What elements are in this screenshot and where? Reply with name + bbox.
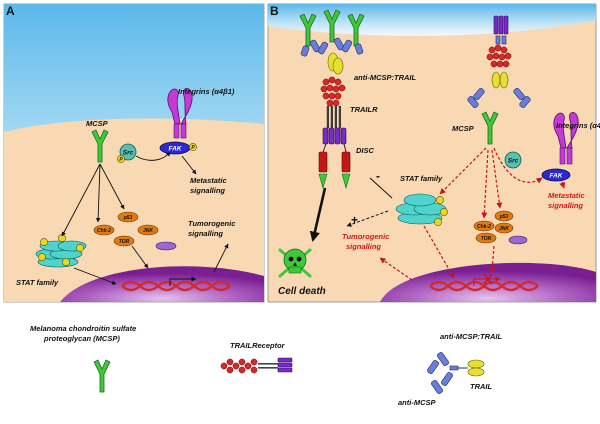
svg-text:JNK: JNK xyxy=(499,226,509,232)
panel-b-tumorogenic-line2: signalling xyxy=(346,242,381,251)
panel-b-right-complex xyxy=(467,15,531,145)
panel-b-extracellular xyxy=(268,4,596,36)
panel-b-integrin: FAK xyxy=(541,112,579,182)
panel-a-kinase-cluster: Chk-2 p53 JNK TOR xyxy=(93,211,177,251)
svg-text:p53: p53 xyxy=(123,215,133,221)
panel-a-arrow-src-fak xyxy=(135,151,171,161)
legend-trail-receptor-label: TRAILReceptor xyxy=(230,341,286,350)
panel-b-cell-death-label: Cell death xyxy=(278,286,326,297)
legend-mcsp-line1: Melanoma chondroitin sulfate xyxy=(30,324,136,333)
panel-b-trail-complex xyxy=(299,9,365,190)
svg-text:TOR: TOR xyxy=(119,239,130,245)
legend: Melanoma chondroitin sulfate proteoglyca… xyxy=(30,324,502,407)
legend-mcsp-icon xyxy=(93,359,111,393)
panel-a-metastatic-line1: Metastatic xyxy=(190,176,228,185)
panel-b-src-label: Src xyxy=(508,158,519,165)
panel-a-integrin: FAK P xyxy=(159,88,197,155)
legend-anti-mcsp-trail-icon xyxy=(427,352,485,394)
svg-text:Chk-2: Chk-2 xyxy=(477,224,491,230)
transcription-blocked-icon xyxy=(483,273,493,285)
panel-b-metastatic-line1: Metastatic xyxy=(548,191,586,200)
panel-a-integrins-label: Integrins (α4β1) xyxy=(178,87,235,96)
panel-a-dna xyxy=(121,276,231,292)
panel-a-fak-label: FAK xyxy=(169,146,183,153)
panel-b-minus-sign: - xyxy=(376,169,380,183)
legend-anti-mcsp-label: anti-MCSP xyxy=(398,398,436,407)
panel-b-red-arrows xyxy=(379,147,566,281)
panel-b-stat-cluster xyxy=(395,193,448,226)
panel-a-tumorogenic-line2: signalling xyxy=(188,229,223,238)
panel-a-src xyxy=(119,143,137,161)
panel-b-letter: B xyxy=(270,4,279,18)
panel-b-stat-label: STAT family xyxy=(400,174,443,183)
panel-b-mcsp-label: MCSP xyxy=(452,124,475,133)
panel-b-disc-label: DISC xyxy=(356,146,375,155)
panel-a-arrows xyxy=(61,155,229,285)
legend-trailr-icon xyxy=(220,357,293,374)
panel-a-src-label: Src xyxy=(123,150,134,157)
panel-b-dna xyxy=(429,273,539,292)
panel-b-arrow-cell-death xyxy=(309,187,327,243)
legend-mcsp-line2: proteoglycan (MCSP) xyxy=(43,334,120,343)
svg-text:JNK: JNK xyxy=(143,228,153,234)
panel-b-stat-to-death xyxy=(346,210,389,227)
panel-b-inhibit-stat xyxy=(369,177,393,199)
panel-b-trailr-label: TRAILR xyxy=(350,105,378,114)
panel-a-metastatic-line2: signalling xyxy=(190,186,225,195)
panel-b-metastatic-line2: signalling xyxy=(548,201,583,210)
panel-b-anti-mcsp-trail-label: anti-MCSP:TRAIL xyxy=(354,73,416,82)
skull-icon xyxy=(278,248,312,278)
panel-b-src xyxy=(504,151,522,169)
panel-b: anti-MCSP:TRAIL TRAILR DISC xyxy=(267,3,600,303)
svg-text:p53: p53 xyxy=(499,214,509,220)
legend-anti-mcsp-trail-label: anti-MCSP:TRAIL xyxy=(440,332,502,341)
panel-b-disc xyxy=(322,127,347,145)
panel-b-kinase-cluster: Chk-2 p53 JNK TOR xyxy=(473,210,528,245)
panel-a-src-phospho: P xyxy=(119,157,123,163)
panel-a-tumorogenic-line1: Tumorogenic xyxy=(188,219,236,228)
panel-a-mcsp-label: MCSP xyxy=(86,119,109,128)
panel-a: FAK P Integrins (α4β1) MCSP Src P Chk-2 … xyxy=(3,3,265,303)
panel-b-tumorogenic-line1: Tumorogenic xyxy=(342,232,390,241)
panel-a-letter: A xyxy=(6,4,15,18)
panel-b-fak xyxy=(541,168,571,182)
panel-b-fak-label: FAK xyxy=(550,173,564,180)
svg-text:TOR: TOR xyxy=(481,236,492,242)
legend-trail-label: TRAIL xyxy=(470,382,492,391)
panel-a-stat-cluster xyxy=(35,234,87,268)
panel-b-plus-sign: + xyxy=(351,213,358,227)
panel-a-stat-label: STAT family xyxy=(16,278,59,287)
panel-a-fak-phospho: P xyxy=(191,145,195,151)
panel-b-integrins-label: Integrins (α4β1) xyxy=(556,121,600,130)
svg-text:Chk-2: Chk-2 xyxy=(97,228,111,234)
